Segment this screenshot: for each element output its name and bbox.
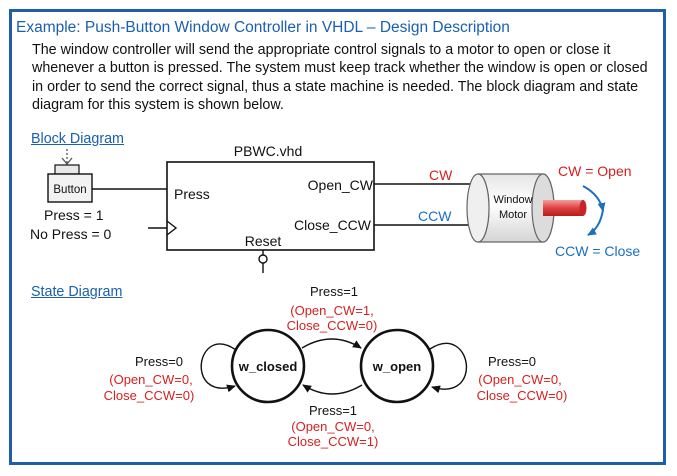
motor-label-motor: Motor [499,209,527,221]
self-loop-w-closed [200,343,237,393]
top-transition-output-2: Close_CCW=0) [287,318,378,333]
motor-shaft [543,200,583,216]
reset-port-label: Reset [245,233,282,249]
left-loop-condition: Press=0 [135,354,183,369]
cw-signal-label: CW [429,167,453,183]
state-diagram-heading[interactable]: State Diagram [31,284,123,300]
no-press-equals-zero-label: No Press = 0 [30,226,112,242]
entity-name-label: PBWC.vhd [234,143,302,159]
push-button: Button [47,149,93,203]
transition-closed-to-open [301,338,362,349]
bottom-transition-output-2: Close_CCW=1) [288,434,379,449]
clock-input-symbol [166,220,178,236]
right-loop-condition: Press=0 [488,354,536,369]
state-w-closed-label: w_closed [238,359,298,374]
reset-active-low-bubble [258,254,268,264]
press-equals-one-label: Press = 1 [44,207,104,223]
rotation-arrow-bottom [587,209,604,236]
pbwc-entity-block: PBWC.vhd Press Open_CW Close_CCW Reset [148,143,375,273]
left-loop-output-1: (Open_CW=0, [109,372,192,387]
top-transition-condition: Press=1 [310,284,358,299]
motor-label-window: Window [493,194,532,206]
block-diagram-heading[interactable]: Block Diagram [31,131,124,147]
close-ccw-port-label: Close_CCW [294,217,372,233]
description-paragraph: The window controller will send the appr… [32,42,648,114]
bottom-transition-condition: Press=1 [309,403,357,418]
button-label: Button [53,184,86,196]
state-w-closed [230,328,306,404]
left-loop-output-2: Close_CCW=0) [104,388,195,403]
self-loop-w-open [429,342,467,394]
open-cw-port-label: Open_CW [308,177,374,193]
bottom-transition-output-1: (Open_CW=0, [291,419,374,434]
right-loop-output-2: Close_CCW=0) [477,388,568,403]
top-transition-output-1: (Open_CW=1, [290,303,373,318]
state-w-open-label: w_open [372,359,421,374]
ccw-close-label: CCW = Close [555,243,640,259]
state-w-open [359,328,435,404]
outer-frame [9,9,666,465]
transition-open-to-closed [302,384,363,395]
ccw-signal-label: CCW [418,208,452,224]
window-motor: Window Motor [466,173,587,243]
rotation-arrow-top [582,185,606,212]
press-port-label: Press [174,186,210,202]
page-title: Example: Push-Button Window Controller i… [16,19,510,36]
cw-open-label: CW = Open [558,163,632,179]
right-loop-output-1: (Open_CW=0, [478,372,561,387]
